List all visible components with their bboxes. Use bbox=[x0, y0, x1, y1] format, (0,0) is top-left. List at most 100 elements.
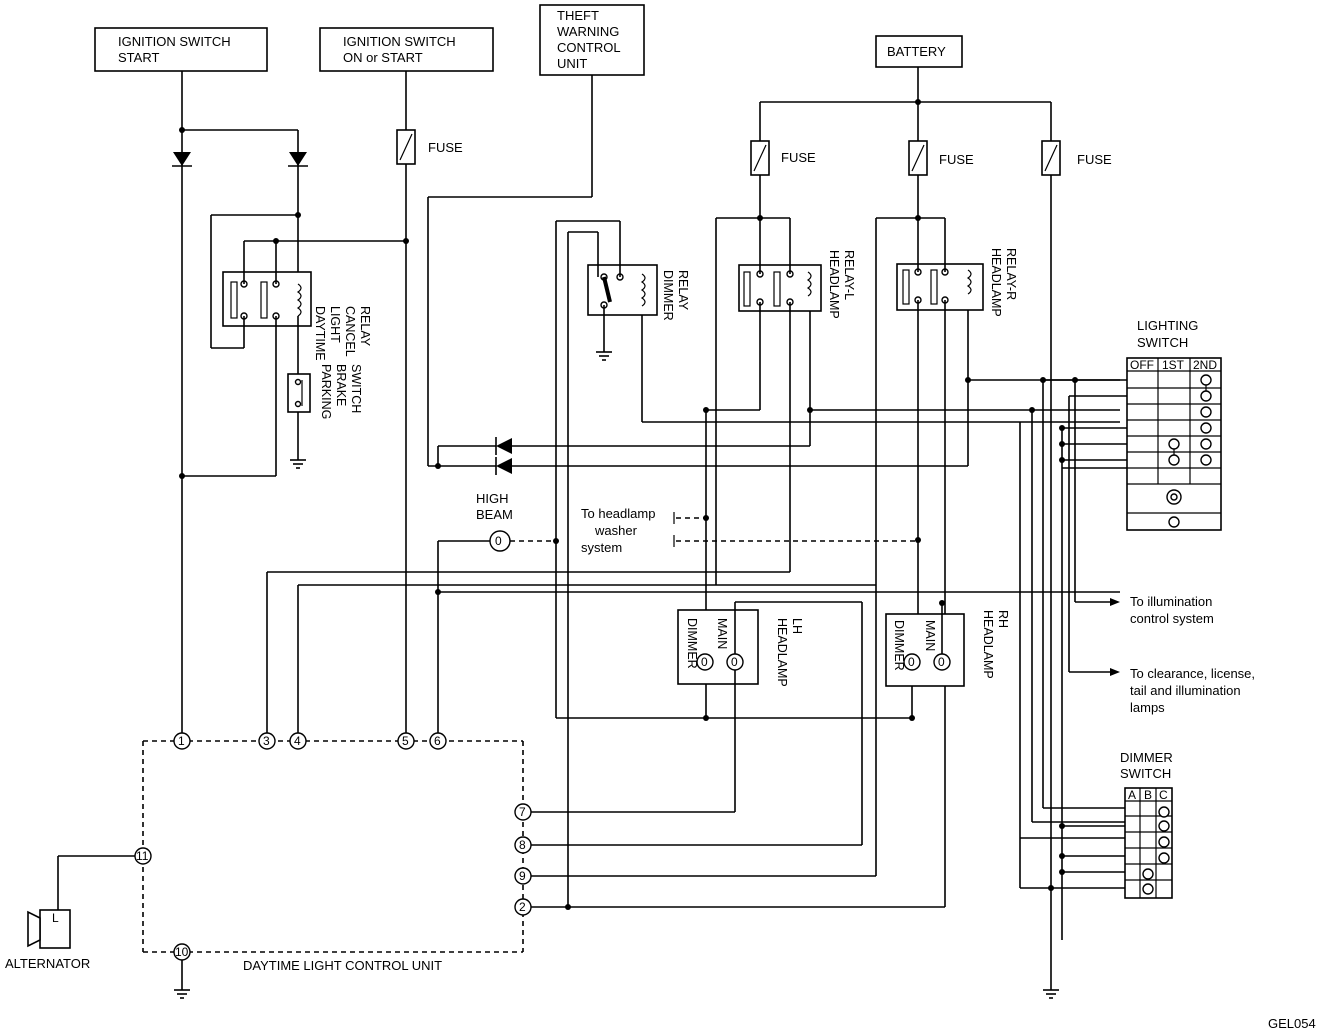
clearance-note: To clearance, license, tail and illumina… bbox=[1130, 666, 1255, 715]
svg-text:UNIT: UNIT bbox=[557, 56, 587, 71]
headlamp-lh: 0 0 DIMMER MAIN HEADLAMP LH bbox=[677, 601, 863, 845]
headlamp-relay-l: HEADLAMP RELAY-L bbox=[703, 215, 1120, 585]
svg-text:IGNITION SWITCH: IGNITION SWITCH bbox=[343, 34, 456, 49]
dimmer-relay-loop-wiring bbox=[555, 220, 912, 910]
svg-text:RELAY: RELAY bbox=[358, 306, 372, 347]
illumination-note: To illumination control system bbox=[1130, 594, 1214, 626]
dimmer-switch: DIMMER SWITCH A B C bbox=[1120, 750, 1173, 899]
svg-text:0: 0 bbox=[908, 655, 915, 669]
svg-text:6: 6 bbox=[434, 734, 441, 748]
svg-text:IGNITION SWITCH: IGNITION SWITCH bbox=[118, 34, 231, 49]
svg-text:HEADLAMP: HEADLAMP bbox=[981, 610, 995, 679]
daytime-light-control-unit: DAYTIME LIGHT CONTROL UNIT bbox=[142, 740, 524, 973]
svg-text:HEADLAMP: HEADLAMP bbox=[775, 618, 789, 687]
theft-warning-control-unit-box: THEFT WARNING CONTROL UNIT bbox=[539, 4, 645, 76]
ground-icon bbox=[174, 989, 190, 999]
svg-text:FUSE: FUSE bbox=[428, 140, 463, 155]
svg-text:8: 8 bbox=[519, 838, 526, 852]
svg-text:WARNING: WARNING bbox=[557, 24, 619, 39]
svg-text:CANCEL: CANCEL bbox=[343, 306, 357, 357]
svg-text:SWITCH: SWITCH bbox=[1137, 335, 1188, 350]
svg-text:BRAKE: BRAKE bbox=[334, 364, 348, 406]
ground-icon bbox=[596, 351, 612, 361]
svg-text:FUSE: FUSE bbox=[939, 152, 974, 167]
alternator: L ALTERNATOR bbox=[5, 855, 135, 971]
svg-text:DIMMER: DIMMER bbox=[685, 618, 699, 669]
svg-text:4: 4 bbox=[294, 734, 301, 748]
svg-text:ON or START: ON or START bbox=[343, 50, 423, 65]
theft-warning-wiring bbox=[427, 75, 968, 475]
svg-text:CONTROL: CONTROL bbox=[557, 40, 621, 55]
svg-text:7: 7 bbox=[519, 805, 526, 819]
lighting-switch: LIGHTING SWITCH OFF 1ST 2ND bbox=[1126, 318, 1222, 531]
headlamp-washer-note: To headlamp washer system bbox=[581, 506, 918, 555]
svg-text:DIMMER: DIMMER bbox=[661, 270, 675, 321]
svg-text:RELAY-L: RELAY-L bbox=[842, 250, 856, 300]
svg-text:tail and illumination: tail and illumination bbox=[1130, 683, 1241, 698]
svg-text:HIGH: HIGH bbox=[476, 491, 509, 506]
svg-text:To headlamp: To headlamp bbox=[581, 506, 655, 521]
svg-text:0: 0 bbox=[701, 655, 708, 669]
svg-text:5: 5 bbox=[402, 734, 409, 748]
svg-text:MAIN: MAIN bbox=[715, 618, 729, 649]
svg-text:10: 10 bbox=[175, 945, 189, 959]
svg-text:BATTERY: BATTERY bbox=[887, 44, 946, 59]
svg-text:THEFT: THEFT bbox=[557, 8, 599, 23]
high-beam-indicator: HIGH BEAM 0 bbox=[437, 491, 559, 733]
control-unit-output-wiring bbox=[174, 585, 945, 999]
headlamp-rh: 0 0 DIMMER MAIN HEADLAMP RH bbox=[885, 600, 1010, 687]
ground-icon bbox=[290, 459, 306, 469]
svg-text:B: B bbox=[1144, 788, 1152, 802]
daytime-light-cancel-relay: DAYTIME LIGHT CANCEL RELAY bbox=[222, 238, 372, 476]
parking-brake-switch: PARKING BRAKE SWITCH bbox=[287, 364, 363, 469]
svg-text:SWITCH: SWITCH bbox=[349, 364, 363, 413]
svg-text:0: 0 bbox=[731, 655, 738, 669]
svg-text:11: 11 bbox=[136, 849, 149, 863]
svg-text:DIMMER: DIMMER bbox=[892, 620, 906, 671]
svg-text:3: 3 bbox=[263, 734, 270, 748]
svg-text:lamps: lamps bbox=[1130, 700, 1165, 715]
svg-text:DAYTIME: DAYTIME bbox=[313, 306, 327, 361]
svg-text:RELAY-R: RELAY-R bbox=[1004, 248, 1018, 300]
svg-text:To illumination: To illumination bbox=[1130, 594, 1212, 609]
coil-icon bbox=[296, 283, 302, 317]
coil-icon bbox=[806, 271, 812, 297]
svg-text:1ST: 1ST bbox=[1162, 358, 1185, 372]
svg-text:DAYTIME LIGHT CONTROL UNIT: DAYTIME LIGHT CONTROL UNIT bbox=[243, 958, 442, 973]
headlamp-relay-r: HEADLAMP RELAY-R bbox=[875, 215, 1120, 907]
coil-icon bbox=[640, 273, 646, 307]
svg-text:BEAM: BEAM bbox=[476, 507, 513, 522]
svg-text:L: L bbox=[52, 911, 59, 925]
svg-text:washer: washer bbox=[594, 523, 638, 538]
diode-icon bbox=[496, 458, 512, 474]
lamp-icon: 0 bbox=[495, 534, 502, 548]
svg-text:HEADLAMP: HEADLAMP bbox=[989, 248, 1003, 317]
diode-icon bbox=[289, 152, 307, 166]
ignition-switch-on-box: IGNITION SWITCH ON or START bbox=[319, 27, 494, 72]
svg-text:LIGHTING: LIGHTING bbox=[1137, 318, 1198, 333]
svg-text:HEADLAMP: HEADLAMP bbox=[827, 250, 841, 319]
dimmer-switch-wiring bbox=[1020, 807, 1125, 891]
svg-text:2: 2 bbox=[519, 900, 526, 914]
diode-icon bbox=[496, 438, 512, 454]
ground-icon bbox=[1043, 989, 1059, 999]
svg-text:LH: LH bbox=[790, 618, 804, 634]
svg-text:ALTERNATOR: ALTERNATOR bbox=[5, 956, 90, 971]
battery-wiring: FUSE FUSE FUSE bbox=[750, 67, 1112, 999]
diagram-code: GEL054 bbox=[1268, 1016, 1316, 1031]
ignition-switch-start-box: IGNITION SWITCH START bbox=[94, 27, 268, 72]
svg-text:9: 9 bbox=[519, 869, 526, 883]
svg-text:C: C bbox=[1159, 788, 1168, 802]
control-unit-terminals: 1 3 4 5 6 7 8 9 2 11 10 bbox=[134, 732, 532, 961]
svg-text:OFF: OFF bbox=[1130, 358, 1154, 372]
svg-text:RH: RH bbox=[996, 610, 1010, 628]
svg-text:MAIN: MAIN bbox=[923, 620, 937, 651]
coil-icon bbox=[966, 269, 972, 295]
svg-text:SWITCH: SWITCH bbox=[1120, 766, 1171, 781]
svg-text:1: 1 bbox=[178, 734, 185, 748]
svg-text:0: 0 bbox=[938, 655, 945, 669]
svg-text:2ND: 2ND bbox=[1193, 358, 1217, 372]
dimmer-relay: DIMMER RELAY bbox=[568, 221, 1120, 423]
svg-text:To clearance, license,: To clearance, license, bbox=[1130, 666, 1255, 681]
